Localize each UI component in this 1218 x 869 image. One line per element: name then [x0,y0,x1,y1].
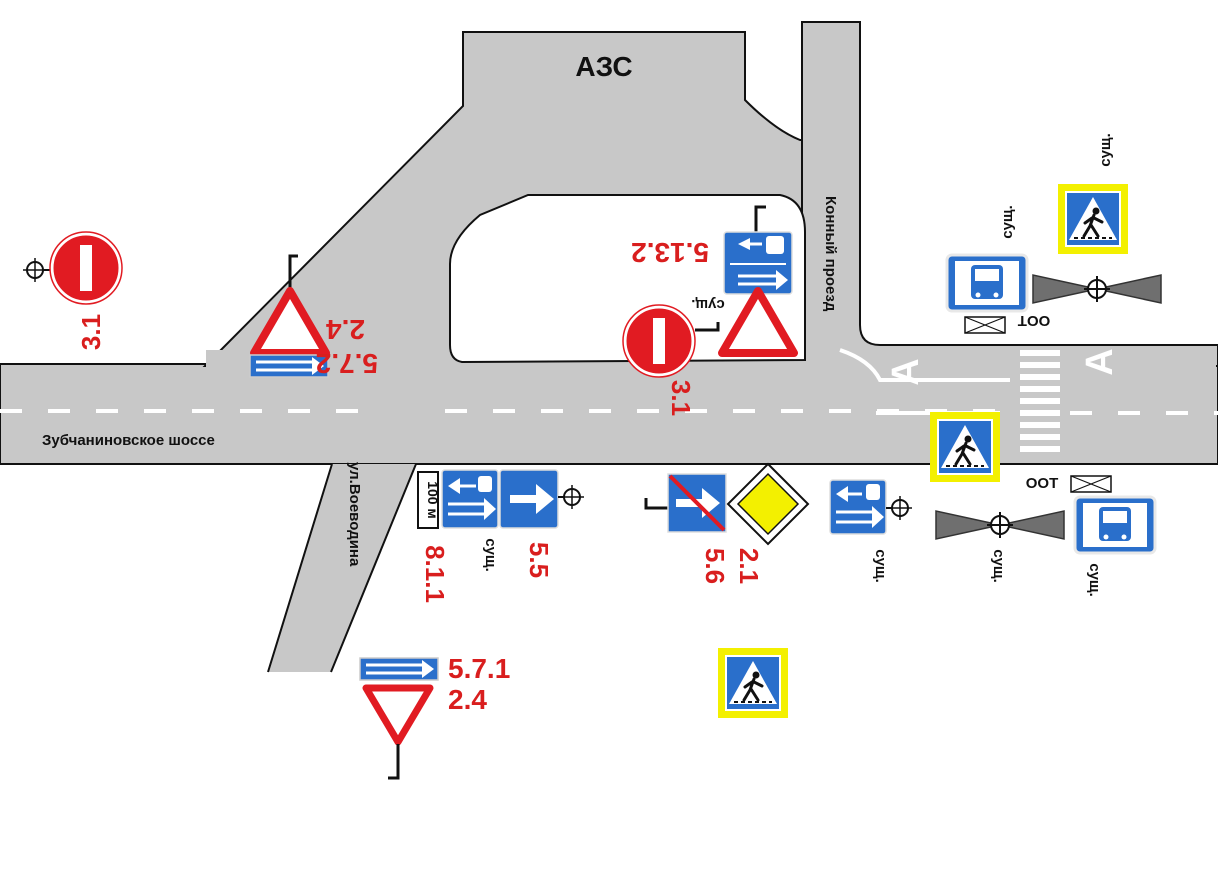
sign-code-label: 2.4 [448,684,487,715]
sign-code-label: 5.6 [700,548,730,584]
bus-stop-sign [945,253,1029,313]
distance-plate: 100 м [417,471,441,529]
side-street [268,464,416,672]
lane-signs-south [441,469,499,529]
existing-note: сущ. [482,538,499,572]
road-join [803,23,859,353]
traffic-island [449,194,806,364]
sign-code-label: 5.7.1 [448,653,510,684]
gas-station-label: АЗС [575,51,632,82]
pedestrian-crossing-sign [1056,182,1130,256]
driveway-road [801,21,1218,367]
existing-note: сущ. [1086,563,1103,597]
yield-sign-south [362,684,434,780]
sign-code-label: 5.5 [524,542,554,578]
lane-signs-board [723,205,793,295]
bus-stop-sign [1073,495,1157,555]
driveway-label: Конный проезд [822,196,839,312]
pedestrian-crossing-sign [716,646,790,720]
bus-stop-label: ООТ [1018,312,1051,329]
sign-code-label: 5.7.2 [316,348,378,379]
yield-sign-north [254,254,326,353]
street-lamp [935,510,1065,540]
no-entry-sign-island [621,303,720,379]
sign-code-label: 5.13.2 [631,237,709,268]
zebra-crossing [1020,350,1060,452]
priority-road-sign [726,462,810,546]
bus-stop-plate [1070,475,1112,493]
lane-arrow-marking: A [885,358,927,385]
no-entry-sign-west [22,230,124,306]
existing-note: сущ. [691,296,725,313]
existing-note: сущ. [999,205,1016,239]
existing-note: сущ. [990,549,1007,583]
main-road-label: Зубчаниновское шоссе [42,432,215,449]
lane-direction-sign-south [358,656,440,682]
end-one-way-sign [644,473,727,533]
lane-signs-east [829,479,913,535]
street-lamp [1032,274,1162,304]
sign-code-label: 3.1 [666,380,696,416]
sign-code-label: 2.4 [326,314,365,345]
sign-code-label: 2.1 [734,548,764,584]
sign-code-label: 8.1.1 [420,545,450,603]
sign-code-label: 3.1 [76,314,106,350]
pedestrian-crossing-sign [928,410,1002,484]
edge-marking [839,348,1010,382]
one-way-sign [499,469,585,529]
main-road [0,363,1218,465]
roads: A A [0,21,1218,673]
bus-stop-label: ООТ [1026,475,1059,492]
side-street-label: ул.Воеводина [346,462,363,567]
svg-text:100 м: 100 м [425,481,441,519]
lane-arrow-marking: A [1079,348,1121,375]
existing-note: сущ. [872,549,889,583]
bus-stop-plate [964,316,1006,334]
existing-note: сущ. [1097,133,1114,167]
